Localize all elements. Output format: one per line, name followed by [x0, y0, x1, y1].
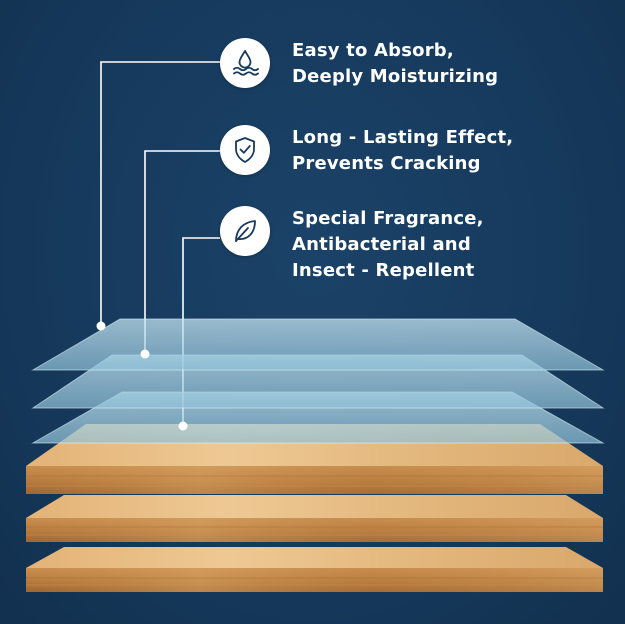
feature-long-lasting-line-2: Prevents Cracking: [292, 153, 481, 174]
feature-fragrance-line-2: Antibacterial and: [292, 234, 471, 255]
connector-line-1: [100, 61, 220, 326]
feature-absorb-line-2: Deeply Moisturizing: [292, 66, 499, 87]
feature-long-lasting-line-1: Long - Lasting Effect,: [292, 127, 514, 148]
feature-fragrance-line-1: Special Fragrance,: [292, 208, 484, 229]
feature-absorb-text: Easy to Absorb, Deeply Moisturizing: [292, 38, 498, 90]
water-drop-icon: [220, 38, 270, 88]
feature-long-lasting: Long - Lasting Effect, Prevents Cracking: [220, 125, 513, 177]
feature-absorb-line-1: Easy to Absorb,: [292, 40, 454, 61]
wood-board-bottom: [26, 547, 603, 592]
leaf-icon: [220, 206, 270, 256]
connector-dot-2: [140, 349, 150, 359]
connector-dot-1: [96, 321, 106, 331]
connector-line-2: [144, 150, 220, 354]
shield-check-icon: [220, 125, 270, 175]
feature-fragrance-line-3: Insect - Repellent: [292, 260, 475, 281]
feature-fragrance: Special Fragrance, Antibacterial and Ins…: [220, 206, 484, 284]
feature-absorb: Easy to Absorb, Deeply Moisturizing: [220, 38, 498, 90]
glass-layer-1: [31, 318, 605, 371]
feature-long-lasting-text: Long - Lasting Effect, Prevents Cracking: [292, 125, 513, 177]
connector-dots: [96, 321, 188, 431]
wood-board-middle: [26, 495, 603, 542]
feature-fragrance-text: Special Fragrance, Antibacterial and Ins…: [292, 206, 484, 284]
connector-dot-3: [178, 421, 188, 431]
